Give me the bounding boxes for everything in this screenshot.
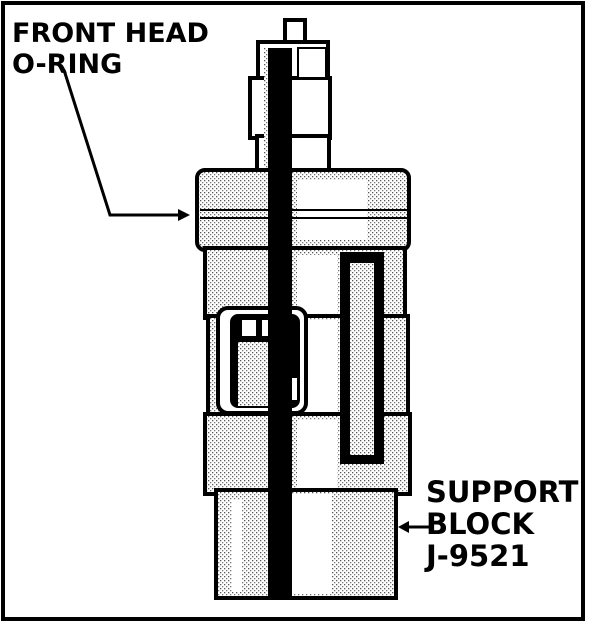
support-block-label: SUPPORT BLOCK J-9521 [426,478,578,574]
side-slot [340,252,384,464]
center-shaft-shadow [268,48,292,598]
oring-leader-arrow [62,69,190,221]
label-line: J-9521 [426,539,530,573]
frame-border [1,1,585,621]
support-block-leader-arrow [398,521,430,533]
front-head-oring-label: FRONT HEAD O-RING [12,20,209,82]
label-line: O-RING [12,49,123,80]
label-line: BLOCK [426,507,534,541]
regulator-window [216,306,308,415]
front-head [195,168,411,252]
label-line: FRONT HEAD [12,18,209,49]
label-line: SUPPORT [426,475,579,509]
support-block [214,488,398,600]
